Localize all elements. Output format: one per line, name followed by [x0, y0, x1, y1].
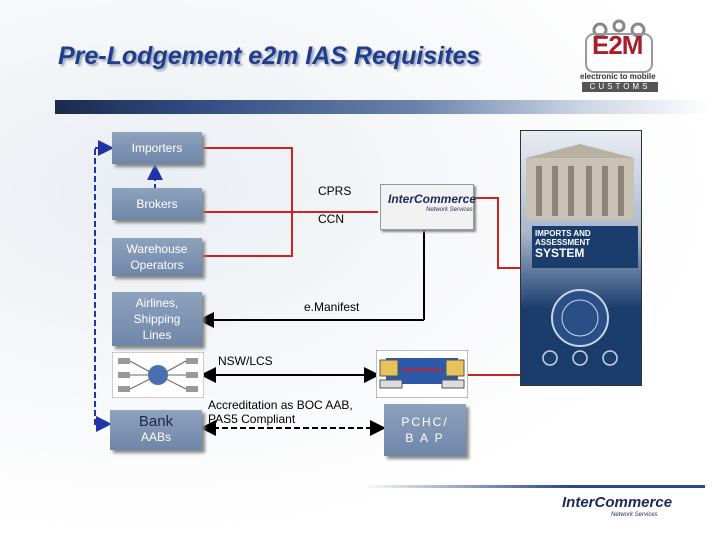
- importers-node: Importers: [112, 132, 202, 164]
- bank-node: Bank AABs: [110, 410, 202, 450]
- footer-line: [360, 485, 705, 488]
- warehouse-label-2: Operators: [130, 258, 184, 272]
- intercommerce-red-line: [472, 197, 520, 269]
- intercommerce-name: InterCommerce: [388, 192, 477, 206]
- cprs-label: CPRS: [318, 184, 352, 198]
- e2m-logo-icon: [585, 19, 653, 73]
- bank-label: Bank: [138, 413, 174, 430]
- aabs-label: AABs: [140, 430, 171, 444]
- network-computers-illustration: [376, 350, 468, 398]
- intercommerce-tagline: Network Services: [426, 207, 473, 213]
- bureau-seal-icon: [542, 289, 618, 366]
- title-underline-bar: [55, 100, 710, 114]
- imports-system-title: IMPORTS AND ASSESSMENT SYSTEM: [532, 226, 638, 268]
- imports-title-3: SYSTEM: [535, 246, 585, 260]
- e2m-logo-mark: E2M: [592, 30, 643, 60]
- pchc-label-1: PCHC/: [401, 415, 449, 429]
- nsw-lcs-label: NSW/LCS: [218, 354, 273, 368]
- imports-title-1: IMPORTS AND: [535, 229, 591, 238]
- e2m-logo-subtitle: electronic to mobile: [580, 72, 656, 81]
- pchc-bap-node: PCHC/ B A P: [384, 404, 466, 456]
- importers-label: Importers: [131, 141, 183, 155]
- brokers-node: Brokers: [112, 188, 202, 220]
- importers-red-line: [202, 147, 293, 212]
- airlines-label-2: Shipping: [133, 312, 181, 326]
- intercommerce-box: [380, 184, 474, 230]
- accreditation-label: Accreditation as BOC AAB, PAS5 Compliant: [208, 398, 353, 426]
- warehouse-node: Warehouse Operators: [112, 238, 202, 276]
- customs-building-image: [526, 144, 634, 220]
- e2m-logo-band: CUSTOMS: [582, 82, 658, 92]
- footer-intercommerce-tagline: Network Services: [611, 512, 658, 518]
- imports-title-2: ASSESSMENT: [535, 238, 591, 247]
- page-title: Pre-Lodgement e2m IAS Requisites: [58, 42, 481, 70]
- accreditation-label-2: PAS5 Compliant: [208, 412, 296, 426]
- airlines-label-3: Lines: [142, 328, 172, 342]
- emanifest-label: e.Manifest: [304, 300, 360, 314]
- airlines-node: Airlines, Shipping Lines: [112, 292, 202, 346]
- brokers-label: Brokers: [136, 197, 178, 211]
- left-dashed-bracket: [94, 147, 112, 425]
- accreditation-label-1: Accreditation as BOC AAB,: [208, 398, 353, 412]
- airlines-label-1: Airlines,: [135, 296, 179, 310]
- pchc-label-2: B A P: [405, 431, 445, 445]
- nsw-diagram-thumbnail: [112, 352, 204, 398]
- ccn-label: CCN: [318, 212, 344, 226]
- warehouse-label-1: Warehouse: [126, 242, 188, 256]
- warehouse-red-line: [202, 212, 293, 257]
- footer-intercommerce-name: InterCommerce: [562, 494, 673, 511]
